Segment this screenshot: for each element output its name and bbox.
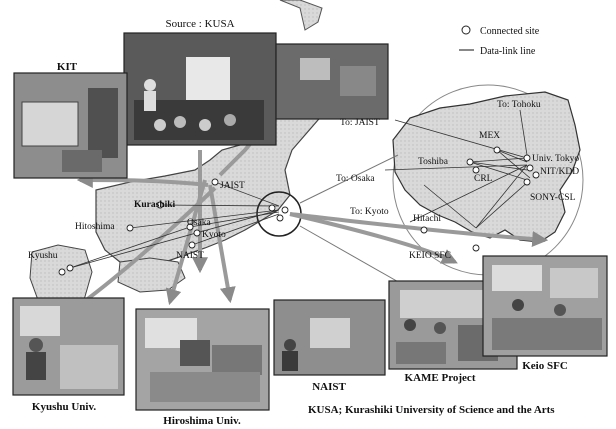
footnote: KUSA; Kurashiki University of Science an… (308, 404, 555, 416)
label-naist-photo: NAIST (312, 381, 346, 393)
site-marker-osaka (186, 223, 194, 231)
label-to-osaka: To: Osaka (336, 174, 375, 184)
label-source-kusa: Source : KUSA (165, 18, 234, 30)
label-sony-csl: SONY-CSL (530, 193, 576, 203)
site-marker-tokyo-1 (268, 204, 276, 212)
site-marker-kyushu-2 (58, 268, 66, 276)
site-marker-jaist (211, 178, 219, 186)
site-labels-east: To: Tohoku MEX To: JAIST Toshiba Univ. T… (336, 100, 579, 261)
site-marker-keio-sfc (472, 244, 480, 252)
site-marker-tokyo-3 (276, 214, 284, 222)
label-mex: MEX (479, 131, 500, 141)
label-kyushu: Kyushu (28, 251, 58, 261)
label-nit-kdd: NIT/KDD (540, 167, 579, 177)
legend-site-icon (461, 25, 471, 35)
label-kyoto: Kyoto (202, 230, 226, 240)
label-osaka: Osaka (187, 218, 212, 228)
site-marker-sony-csl (523, 178, 531, 186)
label-naist: NAIST (176, 251, 204, 261)
label-to-kyoto: To: Kyoto (350, 207, 389, 217)
label-to-jaist: To: JAIST (340, 118, 380, 128)
label-univ-tokyo: Univ. Tokyo (532, 154, 579, 164)
site-marker-kurashiki (156, 201, 164, 209)
label-kit: KIT (57, 61, 78, 73)
site-labels-west: Kurashiki JAIST Hitoshima Osaka Kyoto NA… (28, 181, 245, 261)
label-hitachi: Hitachi (413, 214, 441, 224)
sites-west (58, 178, 289, 276)
label-kame-project: KAME Project (405, 372, 476, 384)
site-marker-hitachi (420, 226, 428, 234)
data-links-west (69, 181, 280, 269)
site-marker-kyoto (193, 229, 201, 237)
site-marker-toshiba (466, 158, 474, 166)
label-toshiba: Toshiba (418, 157, 449, 167)
site-marker-naist (188, 241, 196, 249)
site-marker-nit-kdd-2 (532, 171, 540, 179)
label-jaist: JAIST (220, 181, 245, 191)
label-keio-sfc: KEIO SFC (409, 251, 451, 261)
site-marker-kyushu (66, 264, 74, 272)
site-marker-nit-kdd (526, 164, 534, 172)
site-marker-tokyo-2 (281, 206, 289, 214)
photo-labels: Source : KUSA KIT Kyushu Univ. Hiroshima… (32, 18, 568, 427)
legend: Connected site Data-link line (459, 25, 540, 57)
photo-panels (12, 32, 608, 411)
label-kurashiki: Kurashiki (134, 200, 176, 210)
label-keio-sfc-photo: Keio SFC (522, 360, 568, 372)
label-kyushu-univ: Kyushu Univ. (32, 401, 96, 413)
label-crl: CRL (474, 174, 493, 184)
data-links-east (384, 109, 531, 229)
site-marker-crl (472, 166, 480, 174)
site-marker-mex (493, 146, 501, 154)
label-hitoshima: Hitoshima (75, 222, 115, 232)
label-hiroshima-univ: Hiroshima Univ. (163, 415, 241, 427)
site-marker-hitoshima (126, 224, 134, 232)
site-marker-univ-tokyo (523, 154, 531, 162)
label-to-tohoku: To: Tohoku (497, 100, 541, 110)
sites-east (420, 146, 540, 252)
legend-data-link-line: Data-link line (480, 46, 536, 57)
legend-connected-site: Connected site (480, 26, 540, 37)
